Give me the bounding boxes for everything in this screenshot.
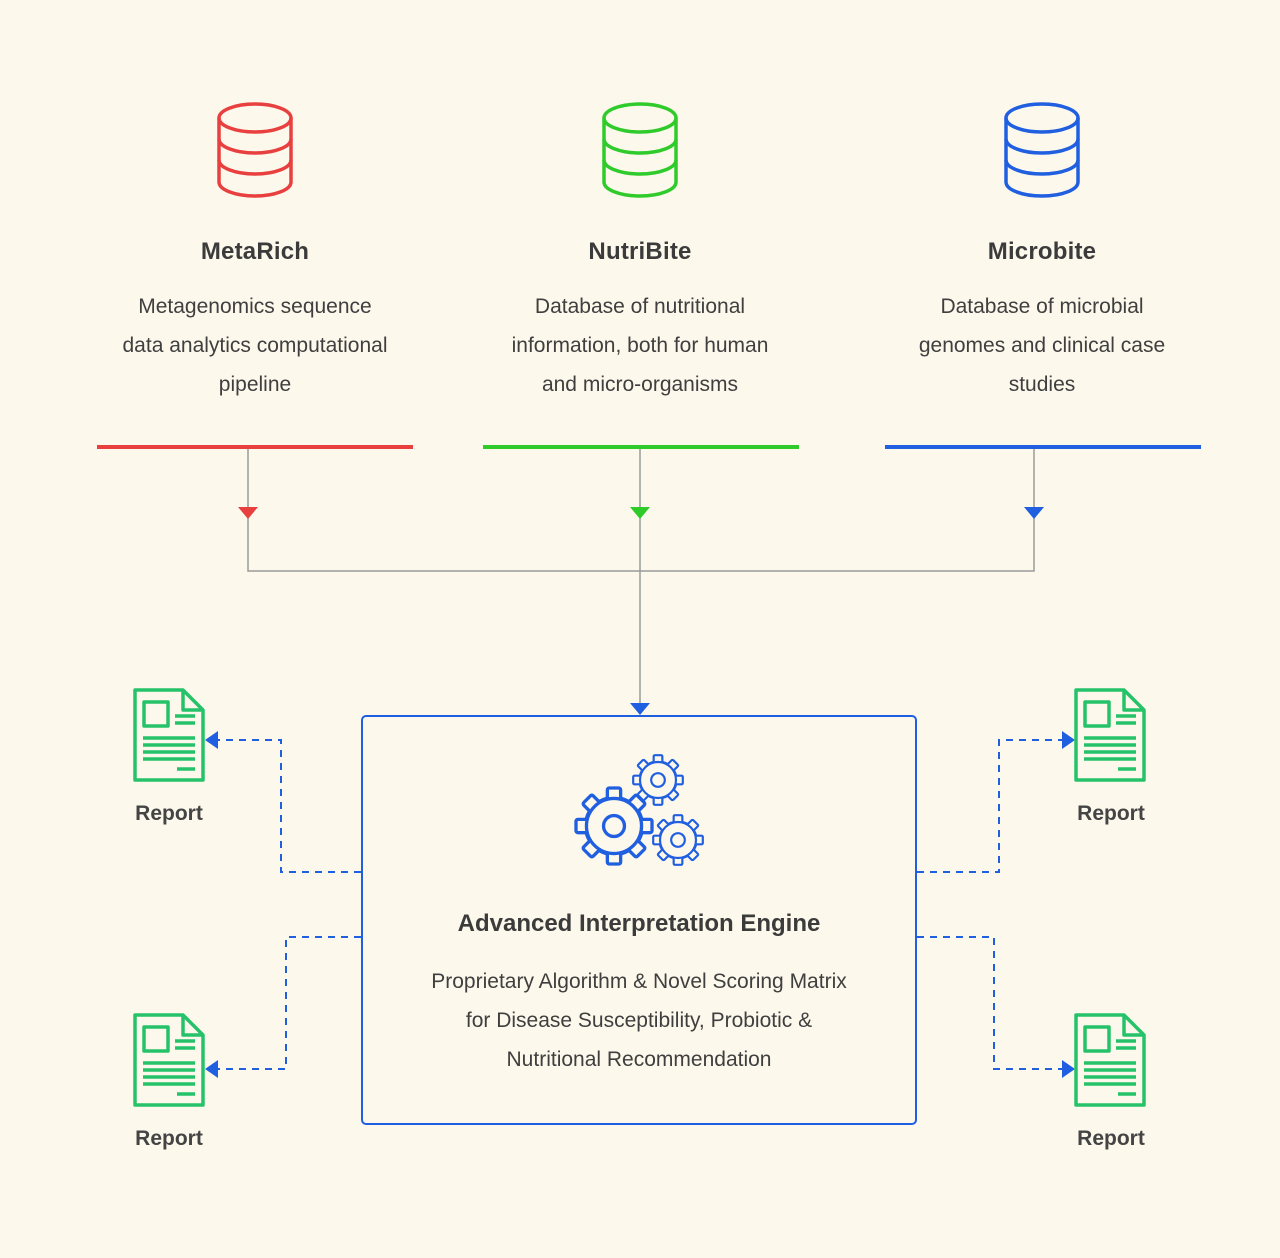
- interpretation-engine-box: [361, 715, 917, 1125]
- report-top-left-document-icon: [133, 688, 205, 782]
- report-top-right-connector: [917, 739, 1064, 873]
- nutribite-title: NutriBite: [588, 238, 692, 265]
- nutribite-arrow: [630, 507, 650, 519]
- description-line: data analytics computational: [122, 334, 388, 357]
- microbite-arrow: [1024, 507, 1044, 519]
- description-line: Metagenomics sequence: [138, 295, 372, 318]
- metarich-database-icon: [217, 102, 293, 198]
- description-line: genomes and clinical case: [918, 334, 1166, 357]
- report-bottom-left-document-icon: [133, 1013, 205, 1107]
- description-line: Database of nutritional: [534, 295, 746, 318]
- microbite-title: Microbite: [987, 238, 1097, 265]
- metarich-arrow: [238, 507, 258, 519]
- description-line: studies: [1008, 373, 1076, 396]
- description-line: for Disease Susceptibility, Probiotic &: [465, 1009, 813, 1032]
- description-line: and micro-organisms: [541, 373, 739, 396]
- report-top-right-document-icon: [1074, 688, 1146, 782]
- report-top-right-label: Report: [1077, 802, 1145, 825]
- metarich-title: MetaRich: [200, 238, 310, 265]
- description-line: Proprietary Algorithm & Novel Scoring Ma…: [431, 970, 847, 993]
- report-bottom-right-arrow: [1062, 1060, 1075, 1078]
- metarich-connector: [247, 449, 640, 572]
- report-top-left-arrow: [205, 731, 218, 749]
- report-bottom-right-label: Report: [1077, 1127, 1145, 1150]
- report-bottom-left-arrow: [205, 1060, 218, 1078]
- report-top-left-connector: [217, 739, 361, 873]
- microbite-database-icon: [1004, 102, 1080, 198]
- engine-title: Advanced Interpretation Engine: [457, 910, 821, 937]
- report-bottom-left-label: Report: [135, 1127, 203, 1150]
- microbite-connector: [640, 449, 1035, 572]
- description-line: information, both for human: [511, 334, 769, 357]
- nutribite-database-icon: [602, 102, 678, 198]
- description-line: Database of microbial: [940, 295, 1144, 318]
- gears-icon: [574, 754, 704, 866]
- description-line: Nutritional Recommendation: [506, 1048, 772, 1071]
- report-bottom-right-connector: [917, 936, 1064, 1070]
- description-line: pipeline: [218, 373, 292, 396]
- metarich-description: Metagenomics sequence data analytics com…: [85, 287, 425, 404]
- report-top-left-label: Report: [135, 802, 203, 825]
- nutribite-description: Database of nutritional information, bot…: [470, 287, 810, 404]
- microbite-description: Database of microbial genomes and clinic…: [872, 287, 1212, 404]
- engine-description: Proprietary Algorithm & Novel Scoring Ma…: [381, 962, 897, 1079]
- engine-input-arrow: [630, 703, 650, 715]
- report-top-right-arrow: [1062, 731, 1075, 749]
- report-bottom-right-document-icon: [1074, 1013, 1146, 1107]
- report-bottom-left-connector: [217, 936, 361, 1070]
